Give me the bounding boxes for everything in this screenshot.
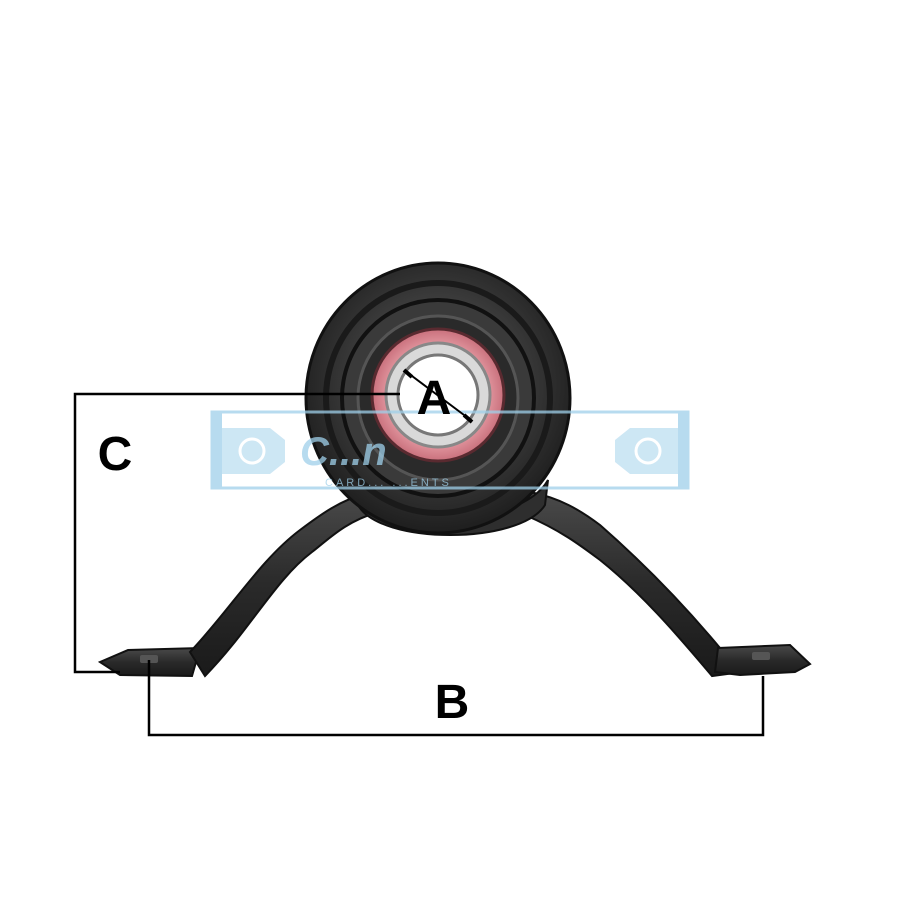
- watermark-subtext: CARD... ...ENTS: [325, 477, 452, 489]
- dimension-label-a: A: [417, 372, 452, 425]
- watermark-logo: C...n CARD... ...ENTS: [210, 410, 690, 490]
- dimension-c: C: [73, 392, 400, 674]
- dimension-label-c: C: [98, 428, 133, 481]
- dimension-b: B: [147, 660, 765, 737]
- watermark-text: C...n: [300, 430, 387, 474]
- dimension-label-b: B: [435, 676, 470, 729]
- right-foot-hole: [752, 652, 770, 660]
- dimension-a: A: [402, 368, 474, 425]
- left-foot-hole: [140, 655, 158, 663]
